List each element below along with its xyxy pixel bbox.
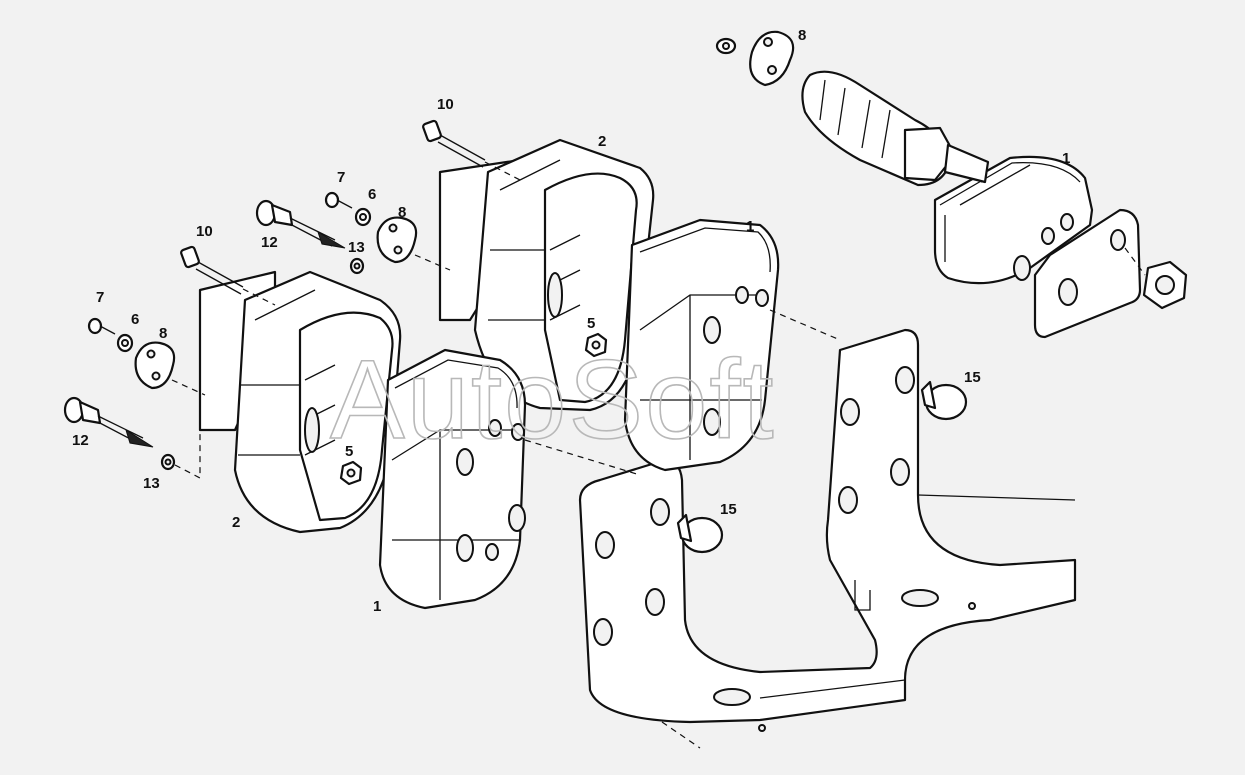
bulb-socket — [801, 70, 990, 187]
hex-nut — [1124, 247, 1188, 310]
callout-1-right: 1 — [1062, 150, 1070, 167]
callout-6-top: 6 — [368, 186, 376, 203]
callout-5-mid: 5 — [587, 315, 595, 332]
callout-7-left: 7 — [96, 289, 104, 306]
callout-1-left: 1 — [373, 598, 381, 615]
screw-10-left — [180, 245, 276, 306]
callout-12-left: 12 — [72, 432, 89, 449]
right-plate — [1033, 208, 1142, 339]
upper-housing — [473, 138, 655, 412]
screw-7-left — [87, 317, 116, 335]
callout-5-left: 5 — [345, 443, 353, 460]
cap-15-mid — [676, 513, 724, 554]
watermark-text: AutoSoft — [330, 337, 776, 462]
callout-8-mid: 8 — [398, 204, 406, 221]
cap-15-right — [920, 380, 968, 421]
nut-5-mid — [584, 332, 608, 358]
callout-13-top: 13 — [348, 239, 365, 256]
bulb-12-top — [255, 199, 346, 249]
callout-8-top: 8 — [798, 27, 806, 44]
callout-labels: 8 1 10 2 7 6 8 12 13 10 1 7 6 8 5 15 12 … — [72, 27, 1070, 615]
callout-1-mid: 1 — [746, 218, 754, 235]
nut-5-left — [339, 460, 363, 486]
washer-6-top — [354, 207, 372, 227]
screw-10-top — [422, 119, 521, 181]
callout-2-left: 2 — [232, 514, 240, 531]
callout-7-top: 7 — [337, 169, 345, 186]
top-gasket-8 — [715, 30, 795, 87]
callout-2-top: 2 — [598, 133, 606, 150]
washer-6-left — [116, 333, 134, 353]
bulb-12-left — [63, 396, 154, 448]
callout-6-left: 6 — [131, 311, 139, 328]
callout-13-left: 13 — [143, 475, 160, 492]
mounting-bracket — [578, 328, 1077, 749]
washer-13-top — [349, 257, 365, 275]
callout-8-left: 8 — [159, 325, 167, 342]
callout-15-right: 15 — [964, 369, 981, 386]
screw-7-top — [324, 191, 353, 209]
right-lamp — [933, 155, 1094, 285]
callout-10-left: 10 — [196, 223, 213, 240]
callout-15-mid: 15 — [720, 501, 737, 518]
washer-13-left — [160, 430, 201, 479]
callout-12-top: 12 — [261, 234, 278, 251]
upper-lamp — [623, 218, 841, 472]
gasket-8-left — [134, 341, 206, 396]
gasket-8-mid — [376, 216, 451, 271]
left-lamp — [378, 348, 641, 610]
callout-10-top: 10 — [437, 96, 454, 113]
